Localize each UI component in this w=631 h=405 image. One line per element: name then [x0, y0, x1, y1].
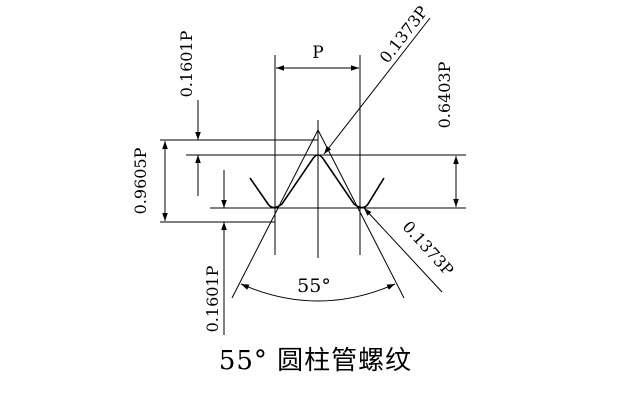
crest-radius-label: 0.1373P — [376, 2, 432, 66]
drawing-caption: 55° 圆柱管螺纹 — [218, 346, 413, 376]
angle-label: 55° — [297, 275, 331, 297]
root-radius-label: 0.1373P — [399, 217, 458, 279]
thread-height-label: 0.9605P — [131, 147, 150, 214]
right-flank-extension — [317, 129, 405, 299]
top-crest-height-label: 0.1601P — [177, 30, 196, 97]
angle-arc — [240, 283, 396, 302]
thread-profile-curve — [249, 154, 385, 209]
root-radius-leader — [363, 207, 443, 293]
pitch-label: P — [312, 43, 323, 63]
profile-height-label: 0.6403P — [435, 61, 454, 128]
bottom-root-height-label: 0.1601P — [203, 265, 222, 332]
crest-radius-leader — [323, 17, 431, 155]
